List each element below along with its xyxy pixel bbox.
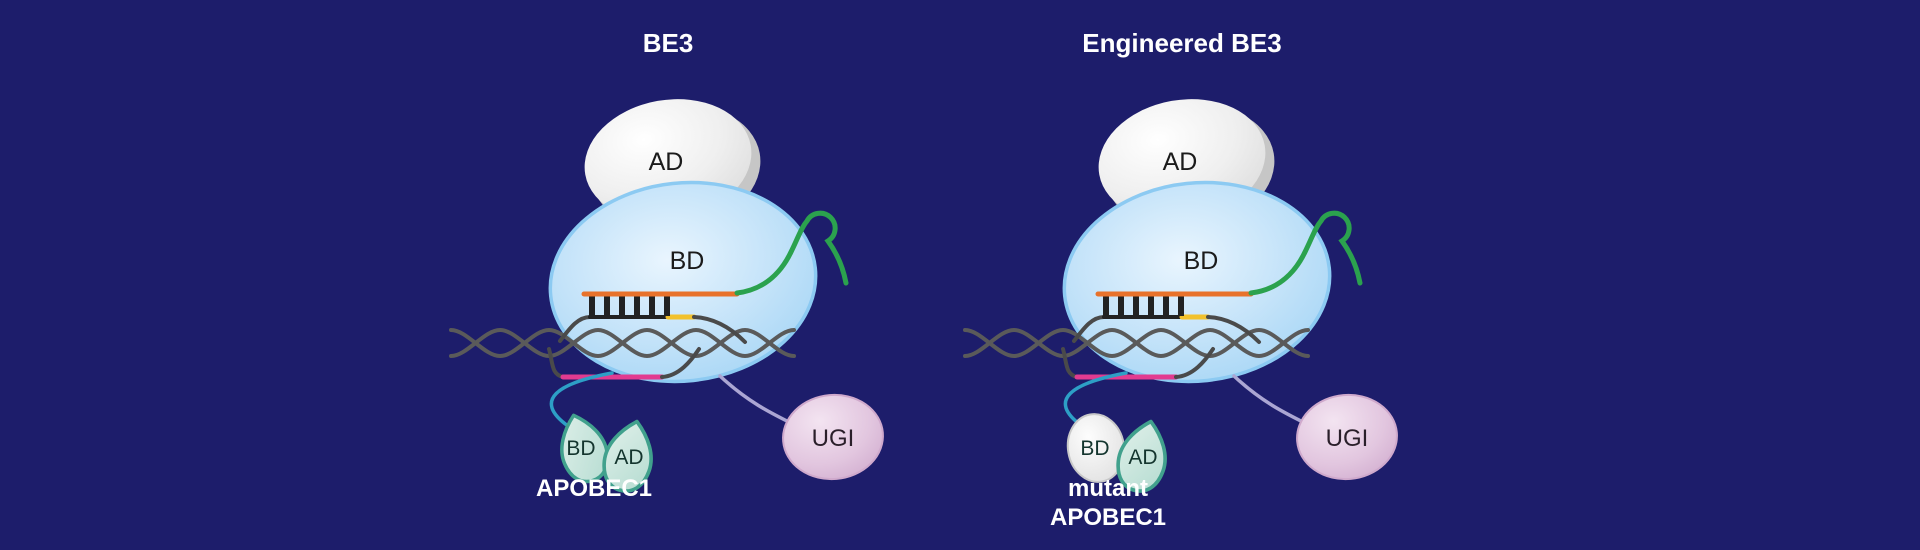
cas9-bd-label: BD: [1184, 247, 1219, 275]
diagram-be3: BE3 AD BD BD AD UGI APOBEC1: [451, 28, 886, 502]
apobec-name-line2: APOBEC1: [1050, 504, 1166, 531]
apobec-name-line1: APOBEC1: [536, 475, 652, 502]
ugi-label: UGI: [1326, 425, 1369, 452]
ad-domain-label: AD: [1163, 148, 1198, 176]
diagram-title: BE3: [643, 28, 694, 58]
apobec-ad-label: AD: [1128, 446, 1157, 469]
apobec-name-line1: mutant: [1068, 475, 1148, 502]
apobec-bd-label: BD: [1080, 437, 1109, 460]
ugi-label: UGI: [812, 425, 855, 452]
be3-complex-art: [451, 86, 886, 483]
diagram-title: Engineered BE3: [1082, 28, 1281, 58]
engineered-be3-complex-art: [965, 86, 1400, 483]
ad-domain-label: AD: [649, 148, 684, 176]
diagram-engineered-be3: Engineered BE3 AD BD BD AD UGI mutant AP…: [965, 28, 1400, 531]
apobec-bd-label: BD: [566, 437, 595, 460]
apobec-ad-label: AD: [614, 446, 643, 469]
cas9-bd-label: BD: [670, 247, 705, 275]
